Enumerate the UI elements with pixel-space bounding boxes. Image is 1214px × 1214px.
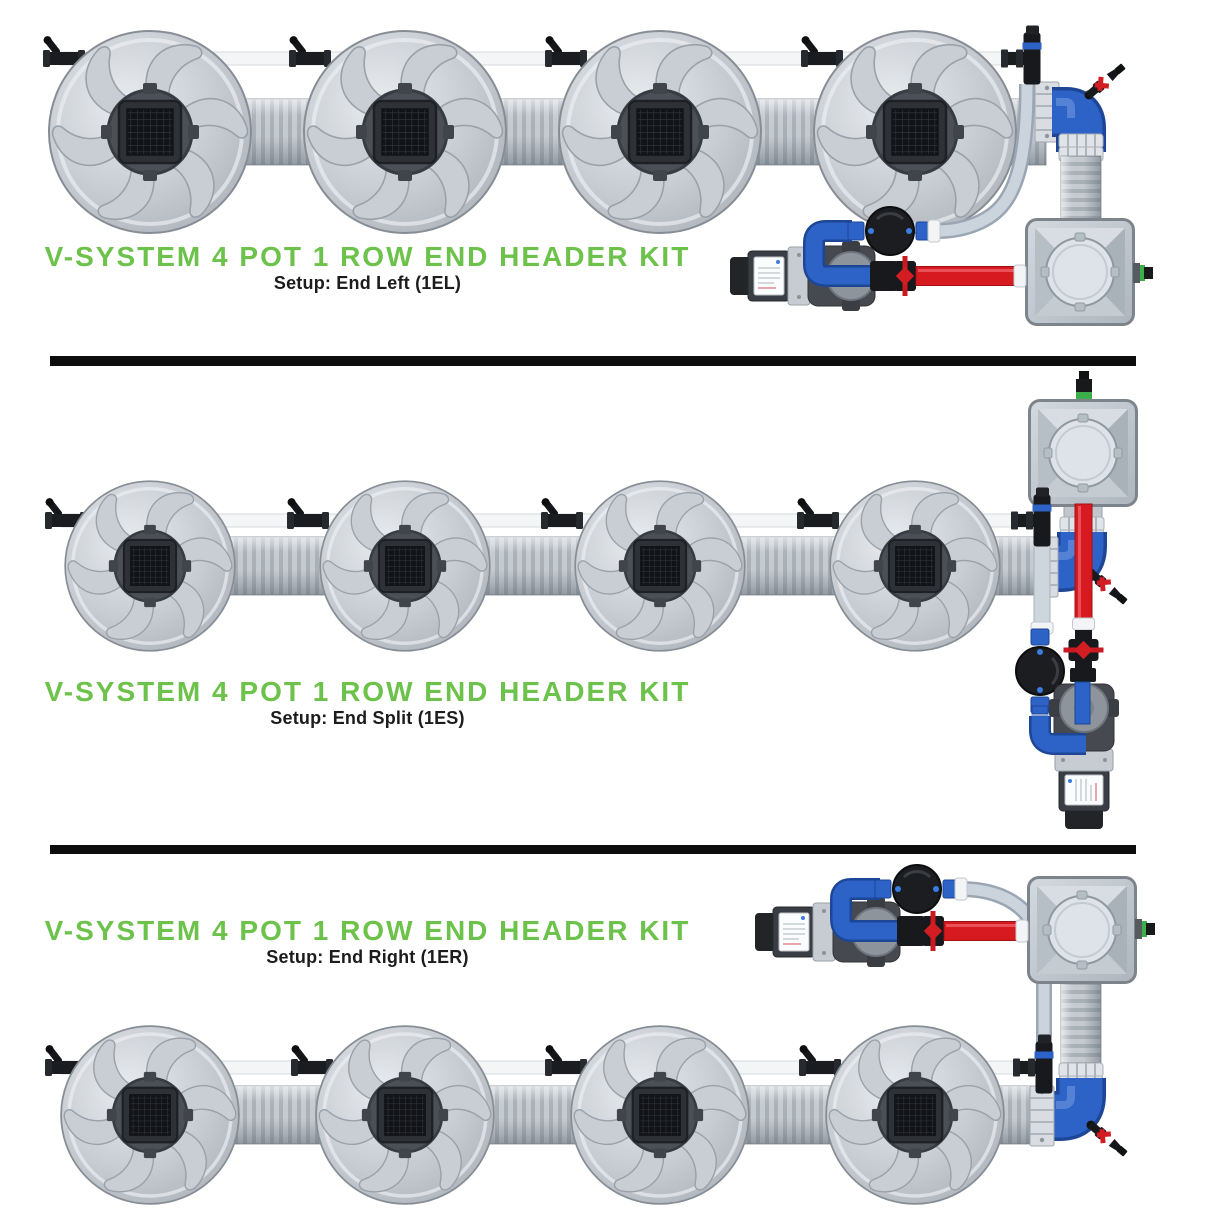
drip-fitting — [799, 34, 843, 67]
grow-pot — [47, 28, 253, 236]
reservoir-port — [1133, 263, 1153, 283]
mini-drip-valve — [1082, 1116, 1131, 1160]
pipe-clamp — [1058, 133, 1104, 149]
tee-fitting — [1013, 1034, 1054, 1094]
hose-connector — [1015, 919, 1029, 943]
reservoir-port — [1135, 919, 1155, 939]
section-divider — [50, 356, 1136, 366]
tee-fitting — [1001, 25, 1042, 85]
pipe-fitting — [897, 916, 925, 946]
red-valve — [922, 911, 944, 951]
vertical-pipe — [1060, 155, 1102, 223]
drip-fitting — [539, 496, 583, 529]
drip-fitting — [289, 1043, 333, 1076]
drip-fitting — [285, 496, 329, 529]
section-end-split — [43, 371, 1139, 830]
hose-connector — [1072, 617, 1095, 631]
hose — [937, 83, 1035, 239]
grow-pot — [302, 28, 508, 236]
pipe-clamp — [1058, 1062, 1104, 1078]
reservoir-port — [1076, 371, 1092, 399]
vertical-pipe — [1060, 981, 1102, 1067]
drip-fitting — [795, 496, 839, 529]
grow-pot — [557, 28, 763, 236]
drip-fitting — [543, 1043, 587, 1076]
blue-elbow — [1050, 1078, 1106, 1141]
grow-pot — [314, 1024, 496, 1206]
section-end-left — [41, 25, 1153, 327]
reservoir — [1026, 875, 1138, 985]
pipe-fitting — [870, 261, 898, 291]
hose-connector — [1013, 264, 1027, 288]
pipe-clamp-blue — [1031, 705, 1049, 715]
drip-fitting — [797, 1043, 841, 1076]
grow-pot — [59, 1024, 241, 1206]
hose-connector — [927, 219, 941, 243]
blue-elbow — [1052, 87, 1106, 152]
red-return-pipe — [943, 921, 1021, 941]
blue-pipe — [803, 220, 874, 287]
mini-drip-valve — [1080, 60, 1129, 104]
grow-pot — [318, 479, 492, 653]
reservoir — [1024, 217, 1136, 327]
grow-pot — [828, 479, 1002, 653]
pipe-fitting — [1070, 668, 1096, 682]
blue-pipe — [830, 878, 900, 942]
red-valve — [894, 256, 916, 296]
red-return-pipe — [1074, 503, 1093, 621]
grow-pot — [824, 1024, 1006, 1206]
hose-connector — [954, 877, 968, 901]
red-return-pipe — [915, 266, 1017, 286]
grow-pot — [812, 28, 1018, 236]
grow-pot — [569, 1024, 751, 1206]
blue-pipe — [1029, 681, 1091, 755]
section-divider — [50, 845, 1136, 854]
light-feed-pipe — [1033, 539, 1051, 633]
grow-pot — [63, 479, 237, 653]
grow-pot — [573, 479, 747, 653]
section-end-right — [43, 863, 1155, 1206]
drip-fitting — [543, 34, 587, 67]
red-valve — [1063, 639, 1104, 661]
pipe-coupler — [1029, 1085, 1055, 1147]
drip-fitting — [287, 34, 331, 67]
